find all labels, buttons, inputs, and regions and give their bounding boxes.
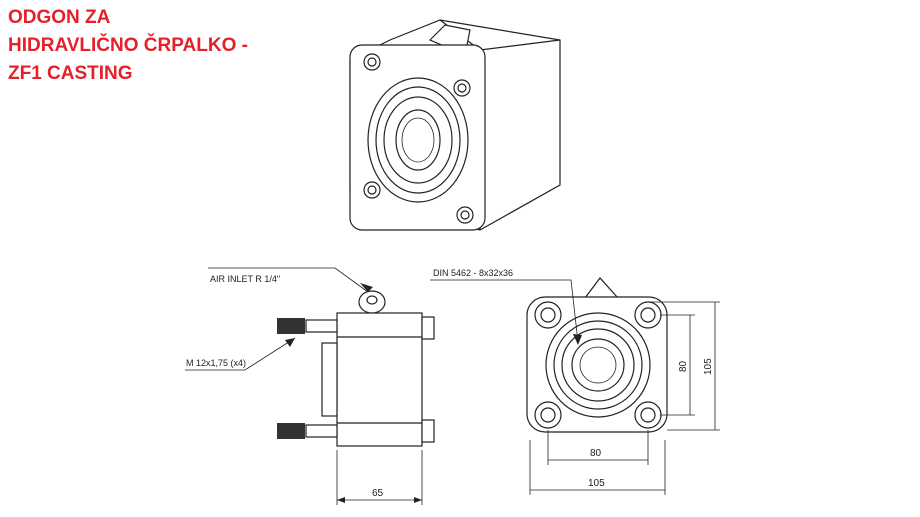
hole-spacing-horizontal: 80 <box>590 448 602 459</box>
side-width-dimension: 65 <box>372 488 384 499</box>
title-line-2: HIDRAVLIČNO ČRPALKO - <box>8 35 248 56</box>
side-view: AIR INLET R 1/4" M 12x1,75 (x4) 65 <box>185 267 435 505</box>
title-line-1: ODGON ZA <box>8 7 111 28</box>
title-line-3: ZF1 CASTING <box>8 63 133 84</box>
front-view: DIN 5462 - 8x32x36 80 105 80 105 <box>430 268 720 495</box>
air-inlet-label: AIR INLET R 1/4" <box>210 274 280 284</box>
isometric-view <box>349 19 561 231</box>
hole-spacing-vertical: 80 <box>678 360 689 372</box>
product-title: ODGON ZA HIDRAVLIČNO ČRPALKO - ZF1 CASTI… <box>8 4 248 88</box>
spline-label: DIN 5462 - 8x32x36 <box>433 268 513 278</box>
overall-height-vertical: 105 <box>703 358 714 375</box>
overall-width-horizontal: 105 <box>588 478 605 489</box>
thread-label: M 12x1,75 (x4) <box>186 358 246 368</box>
